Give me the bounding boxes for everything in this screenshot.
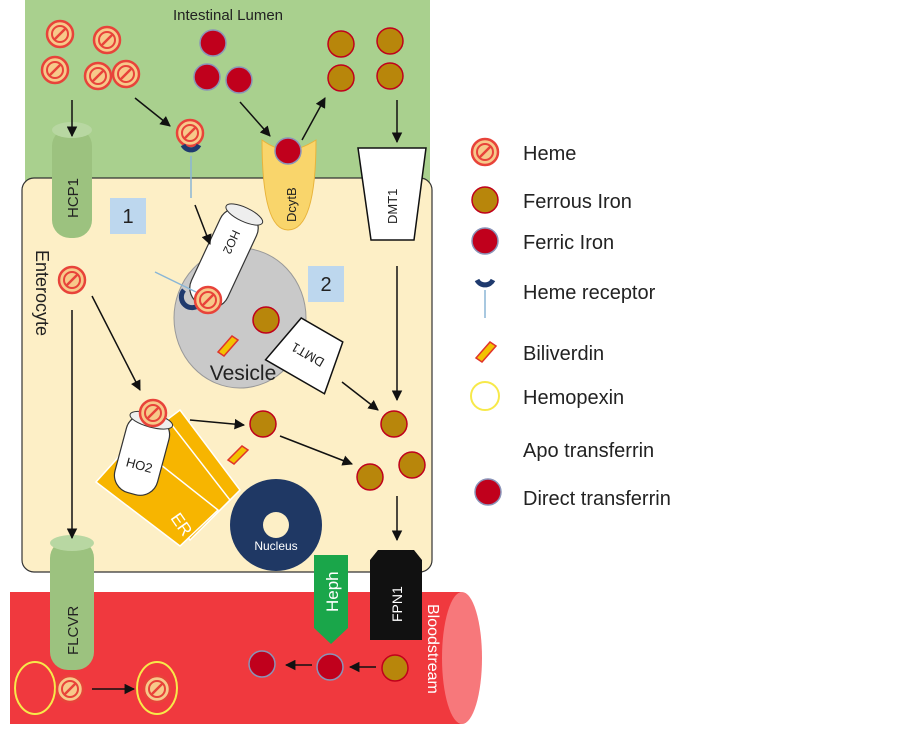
- ferrous-iron-in-vesicle: [252, 306, 280, 334]
- dmt1-apical-transporter: DMT1: [357, 147, 427, 241]
- heme-exported: [55, 674, 85, 704]
- heme-cytosol: [57, 265, 87, 295]
- legend-biliverdin-label: Biliverdin: [523, 343, 604, 365]
- flcvr-label: FLCVR: [65, 606, 82, 655]
- heph-label: Heph: [323, 571, 342, 612]
- heme-receptor-icon: [474, 278, 496, 318]
- ferrous-iron-pool-3: [398, 451, 426, 479]
- pathway-1-number: 1: [122, 206, 133, 228]
- hemopexin-free: [14, 661, 56, 715]
- bloodstream-label: Bloodstream: [424, 604, 441, 694]
- legend-direct-label: Direct transferrin: [523, 488, 671, 510]
- heme-receptor-membrane: [180, 143, 202, 153]
- heme-in-vesicle: [193, 285, 223, 315]
- heme-at-receptor: [175, 118, 205, 148]
- biliverdin-in-vesicle: [216, 335, 240, 357]
- heme-icon: [470, 137, 500, 167]
- dcytb-label: DcytB: [284, 187, 299, 222]
- nucleus-label: Nucleus: [254, 539, 297, 553]
- ho2-er-label: HO2: [124, 454, 154, 475]
- fpn1-label: FPN1: [389, 586, 405, 622]
- lumen-label: Intestinal Lumen: [173, 7, 283, 24]
- ferric-iron-icon: [471, 227, 499, 255]
- fpn1-transporter: FPN1: [370, 550, 422, 640]
- legend-ferrous-label: Ferrous Iron: [523, 191, 632, 213]
- apo-transferrin-icon: [474, 434, 502, 466]
- hemopexin-icon: [470, 381, 500, 411]
- ferrous-iron-from-ho2: [249, 410, 277, 438]
- heme-at-er: [138, 398, 168, 428]
- pathway-1-box: [110, 198, 146, 234]
- flcvr-transporter: FLCVR: [50, 535, 94, 670]
- hcp1-label: HCP1: [65, 178, 82, 218]
- heme-hemopexin-complex: [142, 674, 172, 704]
- ferrous-iron-pool-2: [356, 463, 384, 491]
- vesicle-label: Vesicle: [210, 362, 277, 385]
- ferrous-iron-blood: [381, 654, 409, 682]
- dmt1-apical-label: DMT1: [385, 189, 400, 224]
- legend-ferric-label: Ferric Iron: [523, 232, 614, 254]
- ferric-iron-at-dcytb: [274, 137, 302, 165]
- pathway-2-number: 2: [320, 274, 331, 296]
- legend-apo-label: Apo transferrin: [523, 440, 654, 462]
- bloodstream-vessel-end: [442, 592, 482, 724]
- nucleus: Nucleus: [230, 479, 322, 571]
- hcp1-transporter: HCP1: [52, 122, 92, 238]
- ferric-iron-blood: [316, 653, 344, 681]
- pathway-arrows: [66, 97, 403, 695]
- legend-heme-label: Heme: [523, 143, 576, 165]
- pathway-2-box: [308, 266, 344, 302]
- hephaestin: Heph: [314, 555, 348, 644]
- direct-transferrin-icon: [471, 478, 502, 515]
- enterocyte-label: Enterocyte: [32, 250, 52, 336]
- biliverdin-icon: [474, 341, 498, 363]
- biliverdin-from-ho2: [226, 445, 250, 465]
- dmt1-vesicle-transporter: DMT1: [264, 317, 344, 395]
- legend: Heme Ferrous Iron Ferric Iron Heme recep…: [470, 137, 671, 515]
- legend-receptor-label: Heme receptor: [523, 282, 656, 304]
- legend-hemopexin-label: Hemopexin: [523, 387, 624, 409]
- ferrous-iron-pool-1: [380, 410, 408, 438]
- hemopexin-bound: [136, 661, 178, 715]
- ferrous-iron-icon: [471, 186, 499, 214]
- ho2-vesicle-enzyme: HO2: [189, 203, 264, 309]
